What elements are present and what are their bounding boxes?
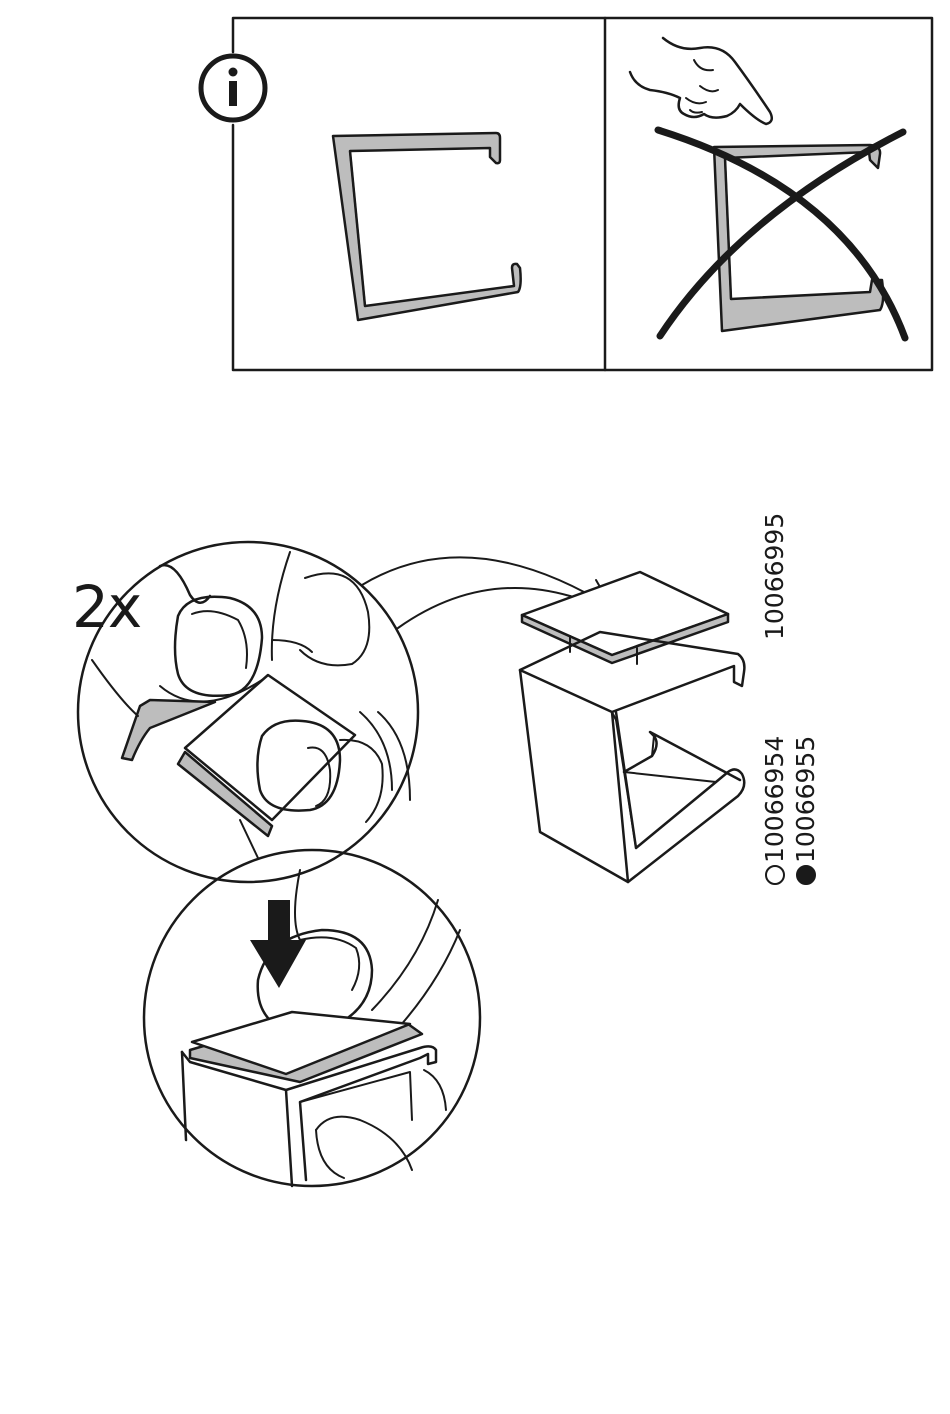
quantity-label: 2x <box>72 578 141 636</box>
article-number-black: 10066955 <box>793 736 818 885</box>
clip-with-pad <box>520 572 744 882</box>
zoom-circle-peel <box>78 542 612 882</box>
article-number-white-text: 10066954 <box>760 736 789 863</box>
white-dot-icon <box>765 865 785 885</box>
clip-incorrect-orientation <box>714 145 883 331</box>
info-icon <box>201 56 265 120</box>
article-number-black-text: 10066955 <box>791 736 820 863</box>
article-number-white: 10066954 <box>762 736 787 885</box>
zoom-circle-press <box>144 850 480 1186</box>
clip-correct-orientation <box>333 133 521 320</box>
black-dot-icon <box>796 865 816 885</box>
article-number-pad: 10066995 <box>762 513 787 640</box>
pointing-hand-icon <box>630 38 772 124</box>
